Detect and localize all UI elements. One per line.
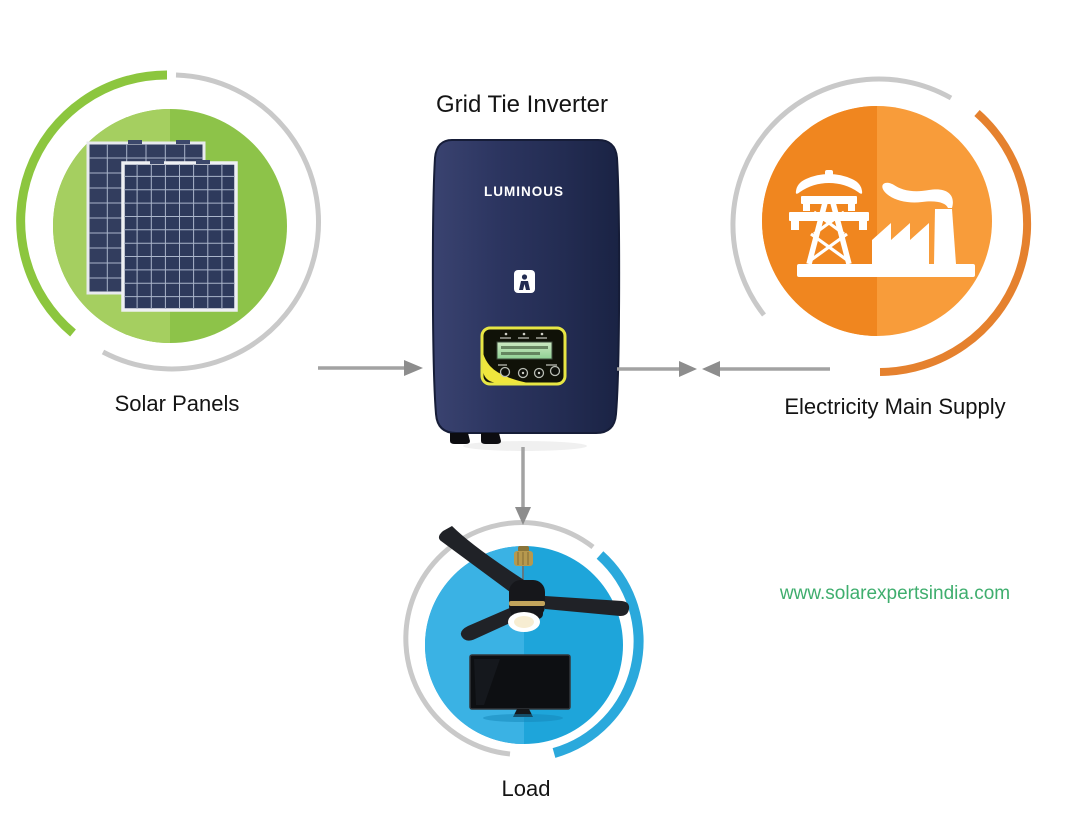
ceiling-fan-icon (438, 526, 630, 641)
luminous-brand-text: LUMINOUS (484, 184, 564, 199)
inverter-foot-right (481, 433, 501, 444)
solar-ring-green-arc (16, 70, 168, 337)
arrow-solar-to-inverter (318, 360, 423, 376)
tv-icon (469, 654, 571, 722)
inverter-emblem-icon (514, 270, 535, 293)
load-ring-gray-arc (403, 520, 595, 757)
website-text: www.solarexpertsindia.com (779, 583, 1011, 604)
solar-ring-gray-arc (101, 72, 321, 372)
solar-panel-icon (86, 140, 238, 312)
connection-arrows (318, 360, 830, 525)
inverter-display-panel (480, 326, 567, 386)
electricity-main-supply-node (730, 76, 1032, 376)
grid-tie-inverter-title: Grid Tie Inverter (435, 91, 609, 118)
arrow-inverter-to-load (515, 447, 531, 525)
panel-yellow-corner (483, 353, 528, 383)
arrow-inverter-to-grid (617, 361, 697, 377)
load-label: Load (501, 776, 551, 801)
grid-ring-orange-arc (879, 110, 1032, 376)
arrow-grid-to-inverter (702, 361, 830, 377)
inverter-foot-left (450, 433, 470, 444)
lcd-screen (496, 341, 553, 360)
grid-ring-gray-arc (730, 76, 953, 317)
electricity-main-supply-label: Electricity Main Supply (784, 394, 1006, 419)
solar-panels-node (16, 70, 321, 372)
load-node (403, 520, 644, 758)
power-grid-icon (789, 170, 975, 277)
solar-panels-label: Solar Panels (114, 391, 240, 416)
inverter-device: LUMINOUS (431, 139, 621, 451)
load-ring-blue-arc (552, 551, 644, 758)
